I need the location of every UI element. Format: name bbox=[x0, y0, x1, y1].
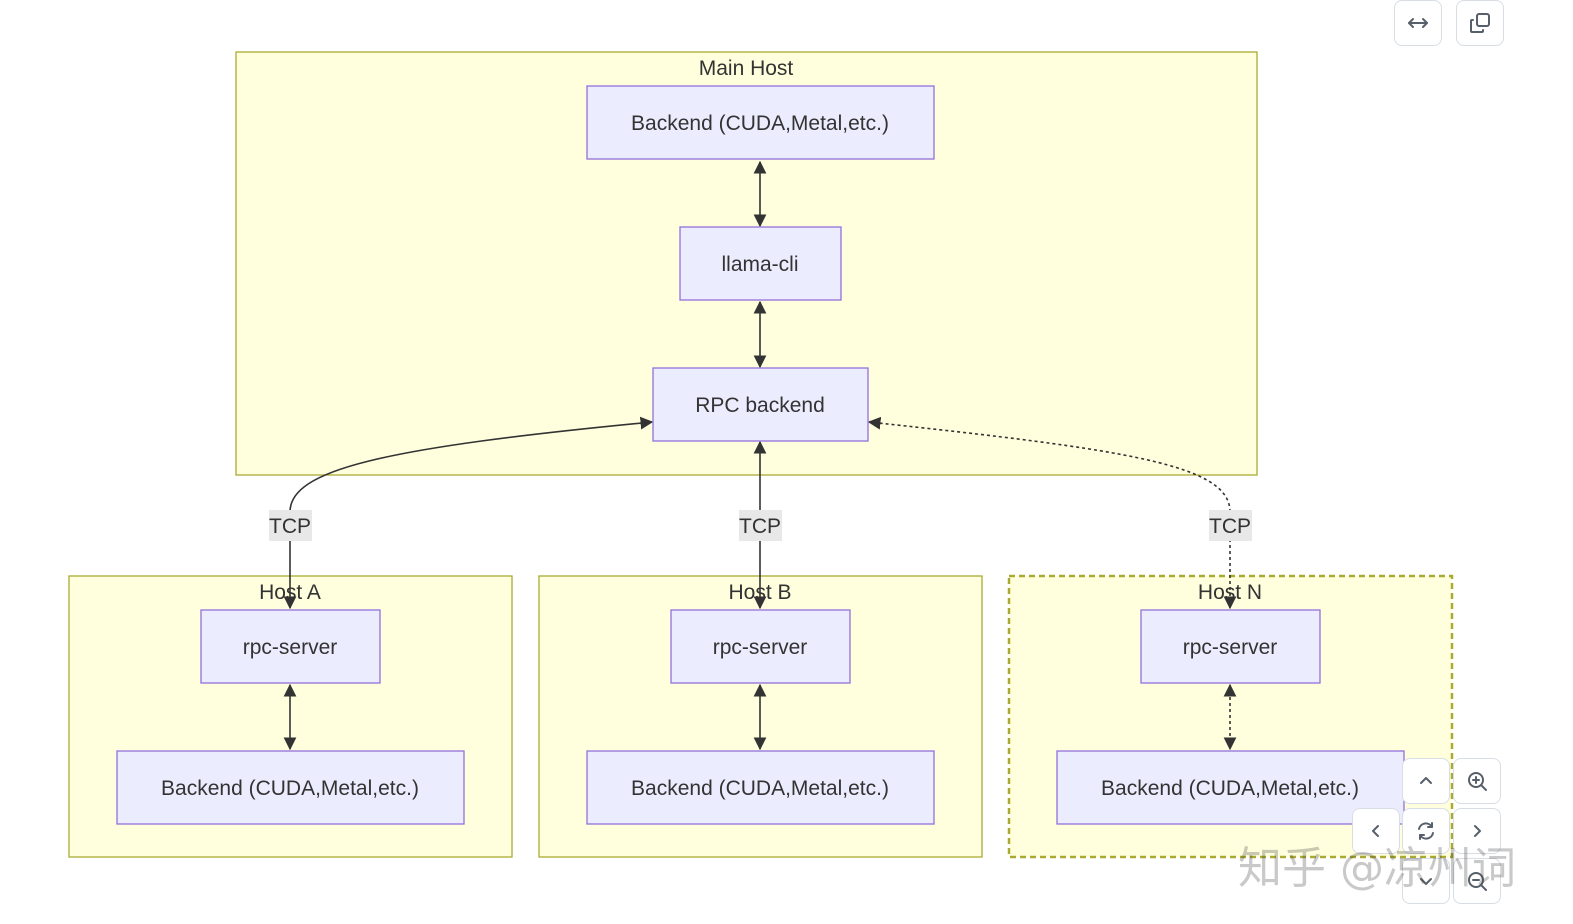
edge-label-text: TCP bbox=[1209, 515, 1251, 538]
node-host-n-rpc-server: rpc-server bbox=[1140, 609, 1321, 684]
chevron-down-icon bbox=[1420, 878, 1432, 885]
edges bbox=[283, 160, 1237, 751]
chevron-up-icon bbox=[1420, 777, 1432, 784]
reset-icon bbox=[1418, 822, 1434, 840]
node-label: rpc-server bbox=[713, 636, 808, 659]
edge-host-a-rpc bbox=[283, 416, 654, 610]
zoom-out-button[interactable] bbox=[1453, 858, 1501, 904]
edge-label-text: TCP bbox=[269, 515, 311, 538]
node-host-b-rpc-server: rpc-server bbox=[670, 609, 851, 684]
node-label: rpc-server bbox=[243, 636, 338, 659]
edge-label-tcp-b: TCP bbox=[739, 510, 782, 541]
node-label: Backend (CUDA,Metal,etc.) bbox=[631, 777, 889, 800]
pan-left-button[interactable] bbox=[1352, 808, 1400, 854]
node-label: Backend (CUDA,Metal,etc.) bbox=[631, 112, 889, 135]
chevron-left-icon bbox=[1372, 825, 1379, 837]
edge-host-n-rpc bbox=[867, 416, 1237, 610]
node-host-n-backend: Backend (CUDA,Metal,etc.) bbox=[1056, 750, 1405, 825]
arrows-horizontal-icon bbox=[1408, 18, 1428, 28]
node-label: rpc-server bbox=[1183, 636, 1278, 659]
node-label: RPC backend bbox=[695, 394, 825, 417]
pan-button[interactable] bbox=[1394, 0, 1442, 46]
copy-button[interactable] bbox=[1456, 0, 1504, 46]
zoom-out-icon bbox=[1468, 872, 1487, 891]
node-label: llama-cli bbox=[721, 253, 798, 276]
node-host-a-backend: Backend (CUDA,Metal,etc.) bbox=[116, 750, 465, 825]
node-host-b-backend: Backend (CUDA,Metal,etc.) bbox=[586, 750, 935, 825]
edge-label-text: TCP bbox=[739, 515, 781, 538]
node-llama-cli: llama-cli bbox=[679, 226, 842, 301]
cluster-title-main-host: Main Host bbox=[699, 57, 794, 80]
edge-label-tcp-n: TCP bbox=[1209, 510, 1252, 541]
pan-up-button[interactable] bbox=[1402, 758, 1450, 804]
edge-label-tcp-a: TCP bbox=[269, 510, 312, 541]
node-main-backend: Backend (CUDA,Metal,etc.) bbox=[586, 85, 935, 160]
node-label: Backend (CUDA,Metal,etc.) bbox=[1101, 777, 1359, 800]
chevron-right-icon bbox=[1474, 825, 1481, 837]
zoom-in-icon bbox=[1468, 772, 1487, 791]
pan-down-button[interactable] bbox=[1402, 858, 1450, 904]
copy-icon bbox=[1470, 13, 1490, 33]
node-host-a-rpc-server: rpc-server bbox=[200, 609, 381, 684]
node-rpc-backend: RPC backend bbox=[652, 367, 869, 442]
reset-view-button[interactable] bbox=[1402, 808, 1450, 854]
zoom-in-button[interactable] bbox=[1453, 758, 1501, 804]
node-label: Backend (CUDA,Metal,etc.) bbox=[161, 777, 419, 800]
pan-right-button[interactable] bbox=[1453, 808, 1501, 854]
